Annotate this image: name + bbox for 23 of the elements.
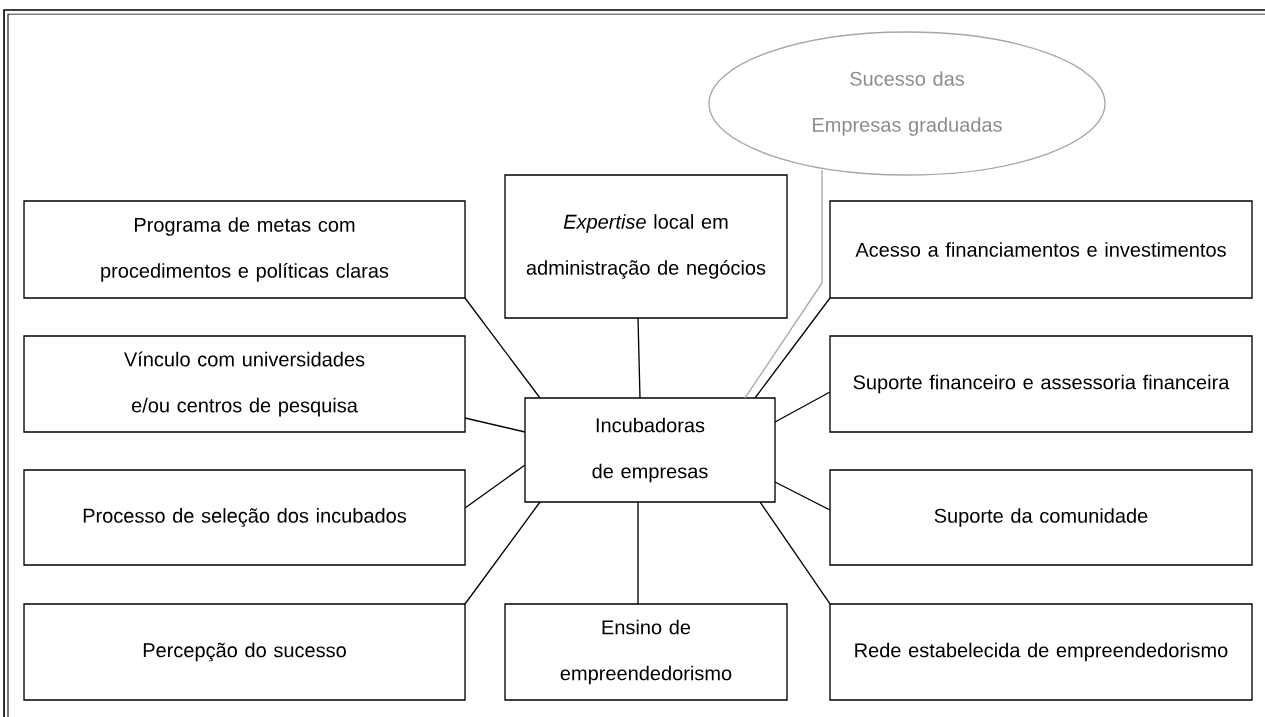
text-box: Rede estabelecida de empreendedorismo [829, 603, 1253, 701]
connector-line [464, 297, 541, 399]
connector-line [464, 417, 526, 433]
connector-line [744, 169, 823, 399]
text-box: Acesso a financiamentos e investimentos [829, 200, 1253, 299]
connector-line [637, 501, 639, 605]
connector-line [464, 464, 526, 509]
text-box: Vínculo com universidades e/ou centros de pesquisa [23, 335, 466, 433]
text-box: Expertise local em administração de negócios [504, 174, 788, 319]
text-box: Percepção do sucesso [23, 603, 466, 701]
ellipse-callout: Sucesso das Empresas graduadas [708, 31, 1106, 176]
connector-line [754, 297, 831, 399]
connector-line [759, 501, 831, 605]
text-box: Ensino de empreendedorismo [504, 603, 788, 701]
text-box: Programa de metas com procedimentos e políticas claras [23, 200, 466, 299]
connector-line [774, 391, 831, 423]
connector-line [637, 317, 641, 399]
text-box: Suporte financeiro e assessoria financeira [829, 335, 1253, 433]
connector-line [774, 481, 831, 511]
text-box: Incubadoras de empresas [524, 397, 776, 503]
connector-line [464, 501, 541, 605]
text-box: Processo de seleção dos incubados [23, 469, 466, 566]
text-box: Suporte da comunidade [829, 469, 1253, 566]
